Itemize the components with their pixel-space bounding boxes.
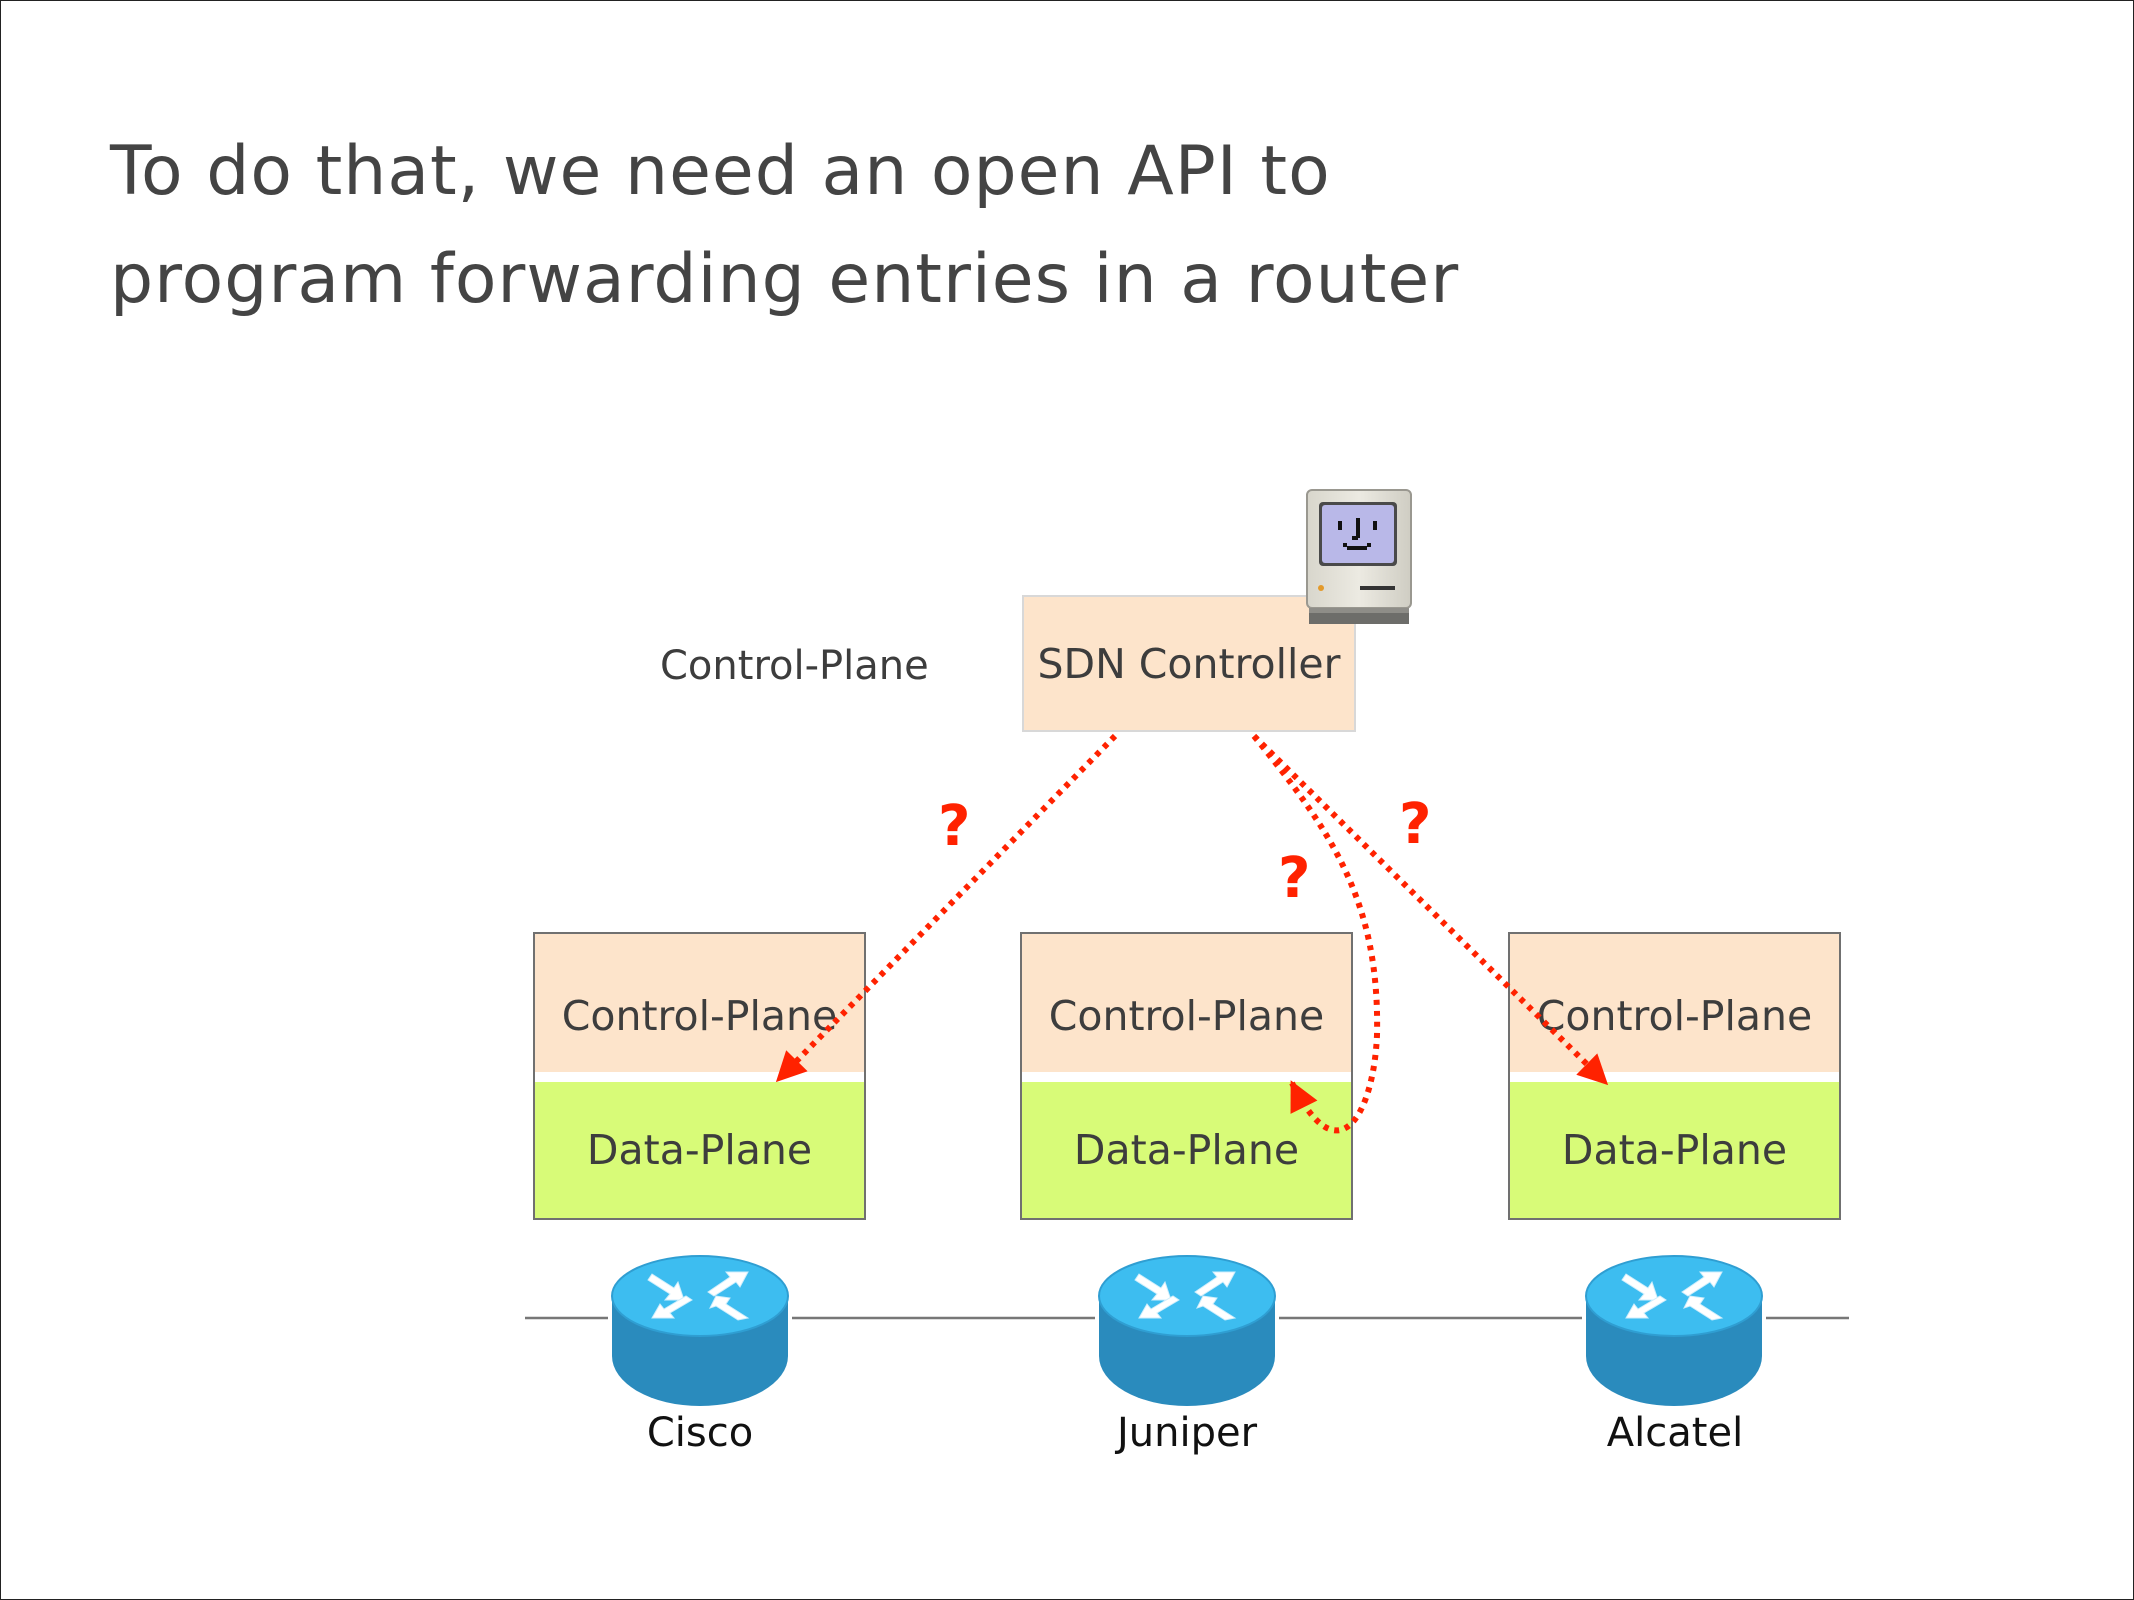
sdn-controller-box: SDN Controller (1022, 595, 1356, 732)
control-plane-side-label: Control-Plane (660, 643, 929, 689)
control-plane-label: Control-Plane (1048, 992, 1325, 1040)
vendor-label-alcatel: Alcatel (1606, 1410, 1744, 1456)
data-plane-section: Data-Plane (1510, 1082, 1839, 1218)
data-plane-section: Data-Plane (1022, 1082, 1351, 1218)
classic-mac-computer-icon (1306, 489, 1412, 624)
control-plane-label: Control-Plane (561, 992, 838, 1040)
vendor-label-juniper: Juniper (1116, 1410, 1258, 1456)
router-box-alcatel: Control-Plane Data-Plane (1508, 932, 1841, 1220)
data-plane-label: Data-Plane (586, 1126, 813, 1174)
data-plane-label: Data-Plane (1073, 1126, 1300, 1174)
router-box-juniper: Control-Plane Data-Plane (1020, 932, 1353, 1220)
title-line-1: To do that, we need an open API to (110, 132, 1331, 211)
data-plane-label: Data-Plane (1561, 1126, 1788, 1174)
vendor-label-cisco: Cisco (646, 1410, 754, 1456)
title-line-2: program forwarding entries in a router (110, 240, 1460, 319)
control-plane-section: Control-Plane (1022, 934, 1351, 1072)
router-box-cisco: Control-Plane Data-Plane (533, 932, 866, 1220)
control-plane-label: Control-Plane (1536, 992, 1813, 1040)
sdn-controller-label: SDN Controller (1037, 639, 1341, 688)
control-plane-section: Control-Plane (1510, 934, 1839, 1072)
slide-title: To do that, we need an open API to progr… (110, 118, 1459, 334)
data-plane-section: Data-Plane (535, 1082, 864, 1218)
control-plane-section: Control-Plane (535, 934, 864, 1072)
